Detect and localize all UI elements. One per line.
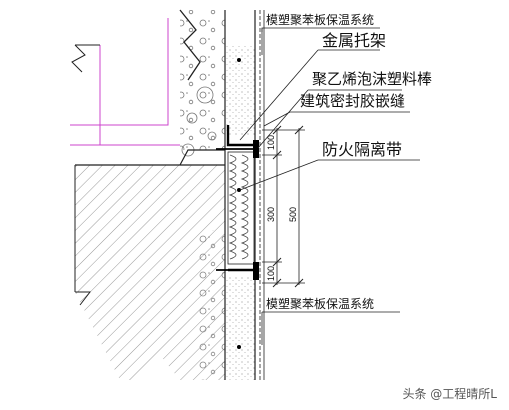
dim-barrier-height: 300 — [266, 207, 276, 222]
floor-slab — [74, 149, 226, 380]
interior-outline — [70, 18, 180, 146]
label-insulation-bottom: 模塑聚苯板保温系统 — [266, 296, 374, 311]
label-sealant-joint: 建筑密封胶嵌缝 — [300, 92, 405, 110]
dim-total-height: 500 — [288, 207, 298, 222]
fire-barrier-band — [227, 151, 255, 265]
eps-insulation — [225, 10, 265, 380]
dimension-lines — [262, 125, 305, 288]
label-pe-foam-rod: 聚乙烯泡沫塑料棒 — [312, 70, 432, 88]
watermark-text: 头条 @工程晴所L — [402, 387, 497, 401]
dim-bottom-gap: 100 — [266, 266, 276, 281]
label-fire-barrier: 防火隔离带 — [322, 140, 402, 159]
label-insulation-top: 模塑聚苯板保温系统 — [266, 12, 374, 27]
anchor-dots — [237, 58, 241, 349]
label-metal-bracket: 金属托架 — [322, 31, 386, 50]
dim-top-gap: 100 — [266, 135, 276, 150]
leader-lines — [239, 27, 420, 345]
upper-wall-section — [179, 9, 226, 157]
metal-bracket-top — [216, 125, 259, 158]
metal-bracket-bottom — [216, 262, 259, 280]
